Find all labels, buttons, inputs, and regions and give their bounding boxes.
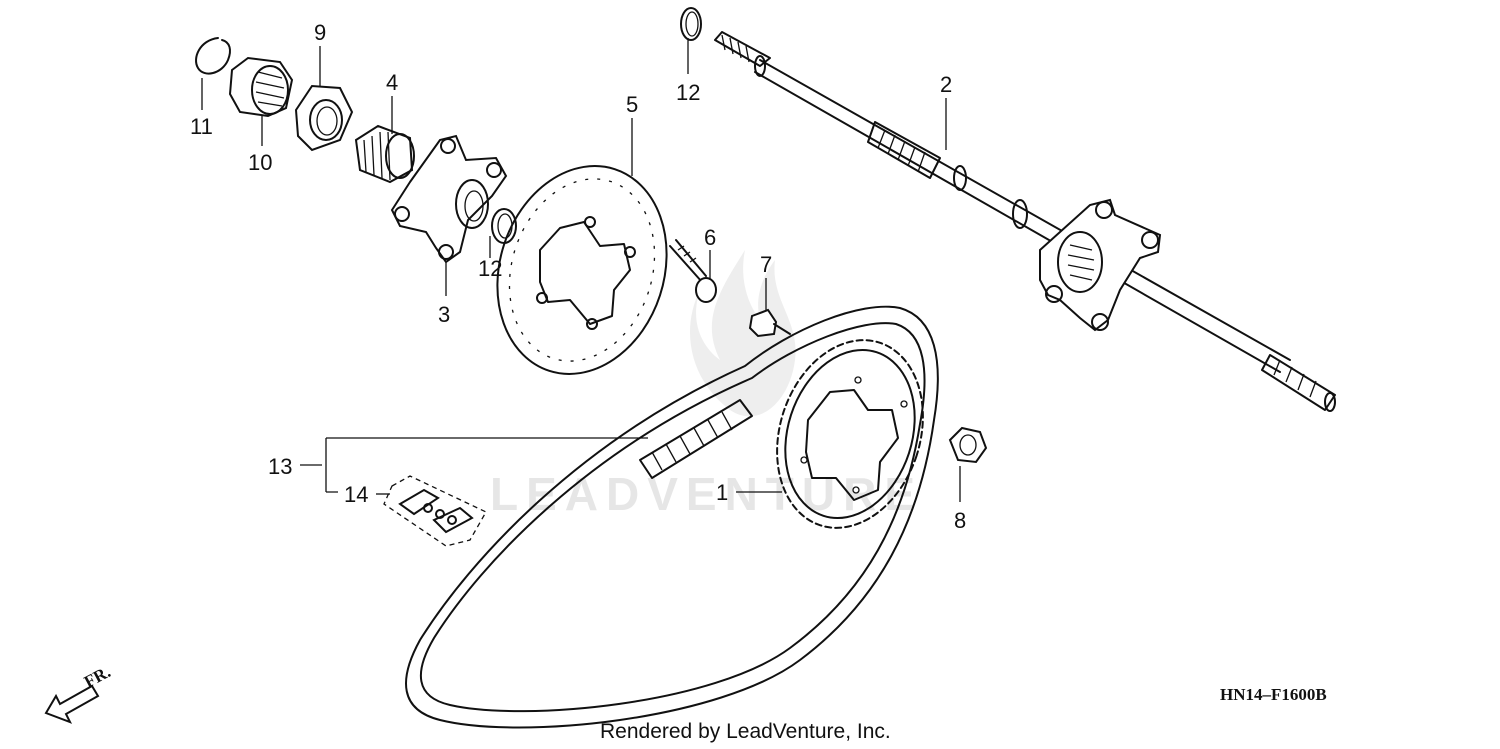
watermark: LEADVENTURE	[490, 250, 923, 520]
callout-7: 7	[760, 252, 772, 277]
watermark-text: LEADVENTURE	[490, 468, 923, 520]
callout-8: 8	[954, 508, 966, 533]
arrow-icon	[44, 684, 100, 724]
spacer-collar	[354, 124, 415, 184]
callout-6: 6	[704, 225, 716, 250]
callout-12-upper: 12	[676, 80, 700, 105]
drive-chain	[405, 305, 939, 729]
front-direction-arrow: FR.	[44, 662, 114, 724]
sprocket-nut	[948, 426, 988, 464]
callout-3: 3	[438, 302, 450, 327]
callouts: 1 2 3 4 5 6 7 8 9 10 11 12 12 13 14	[190, 20, 966, 533]
footer-credit: Rendered by LeadVenture, Inc.	[600, 720, 891, 743]
brake-disc	[496, 165, 668, 375]
sprocket-bolt	[748, 308, 791, 338]
lock-nut	[294, 84, 354, 152]
callout-14: 14	[344, 482, 368, 507]
direction-label: FR.	[81, 662, 114, 691]
callout-5: 5	[626, 92, 638, 117]
diagram-code: HN14–F1600B	[1220, 685, 1327, 704]
hub-flange	[390, 134, 508, 264]
circlip	[195, 37, 231, 75]
chain-master-link	[383, 475, 487, 547]
callout-1: 1	[716, 480, 728, 505]
disc-bolt	[669, 239, 717, 303]
axle-nut	[228, 56, 294, 118]
callout-11: 11	[190, 114, 213, 139]
callout-4: 4	[386, 70, 398, 95]
callout-9: 9	[314, 20, 326, 45]
callout-12-lower: 12	[478, 256, 502, 281]
rear-axle	[714, 31, 1336, 412]
driven-sprocket	[776, 339, 924, 529]
leader-lines	[201, 38, 961, 502]
callout-10: 10	[248, 150, 272, 175]
callout-13: 13	[268, 454, 292, 479]
callout-2: 2	[940, 72, 952, 97]
snap-ring-upper	[680, 7, 702, 41]
